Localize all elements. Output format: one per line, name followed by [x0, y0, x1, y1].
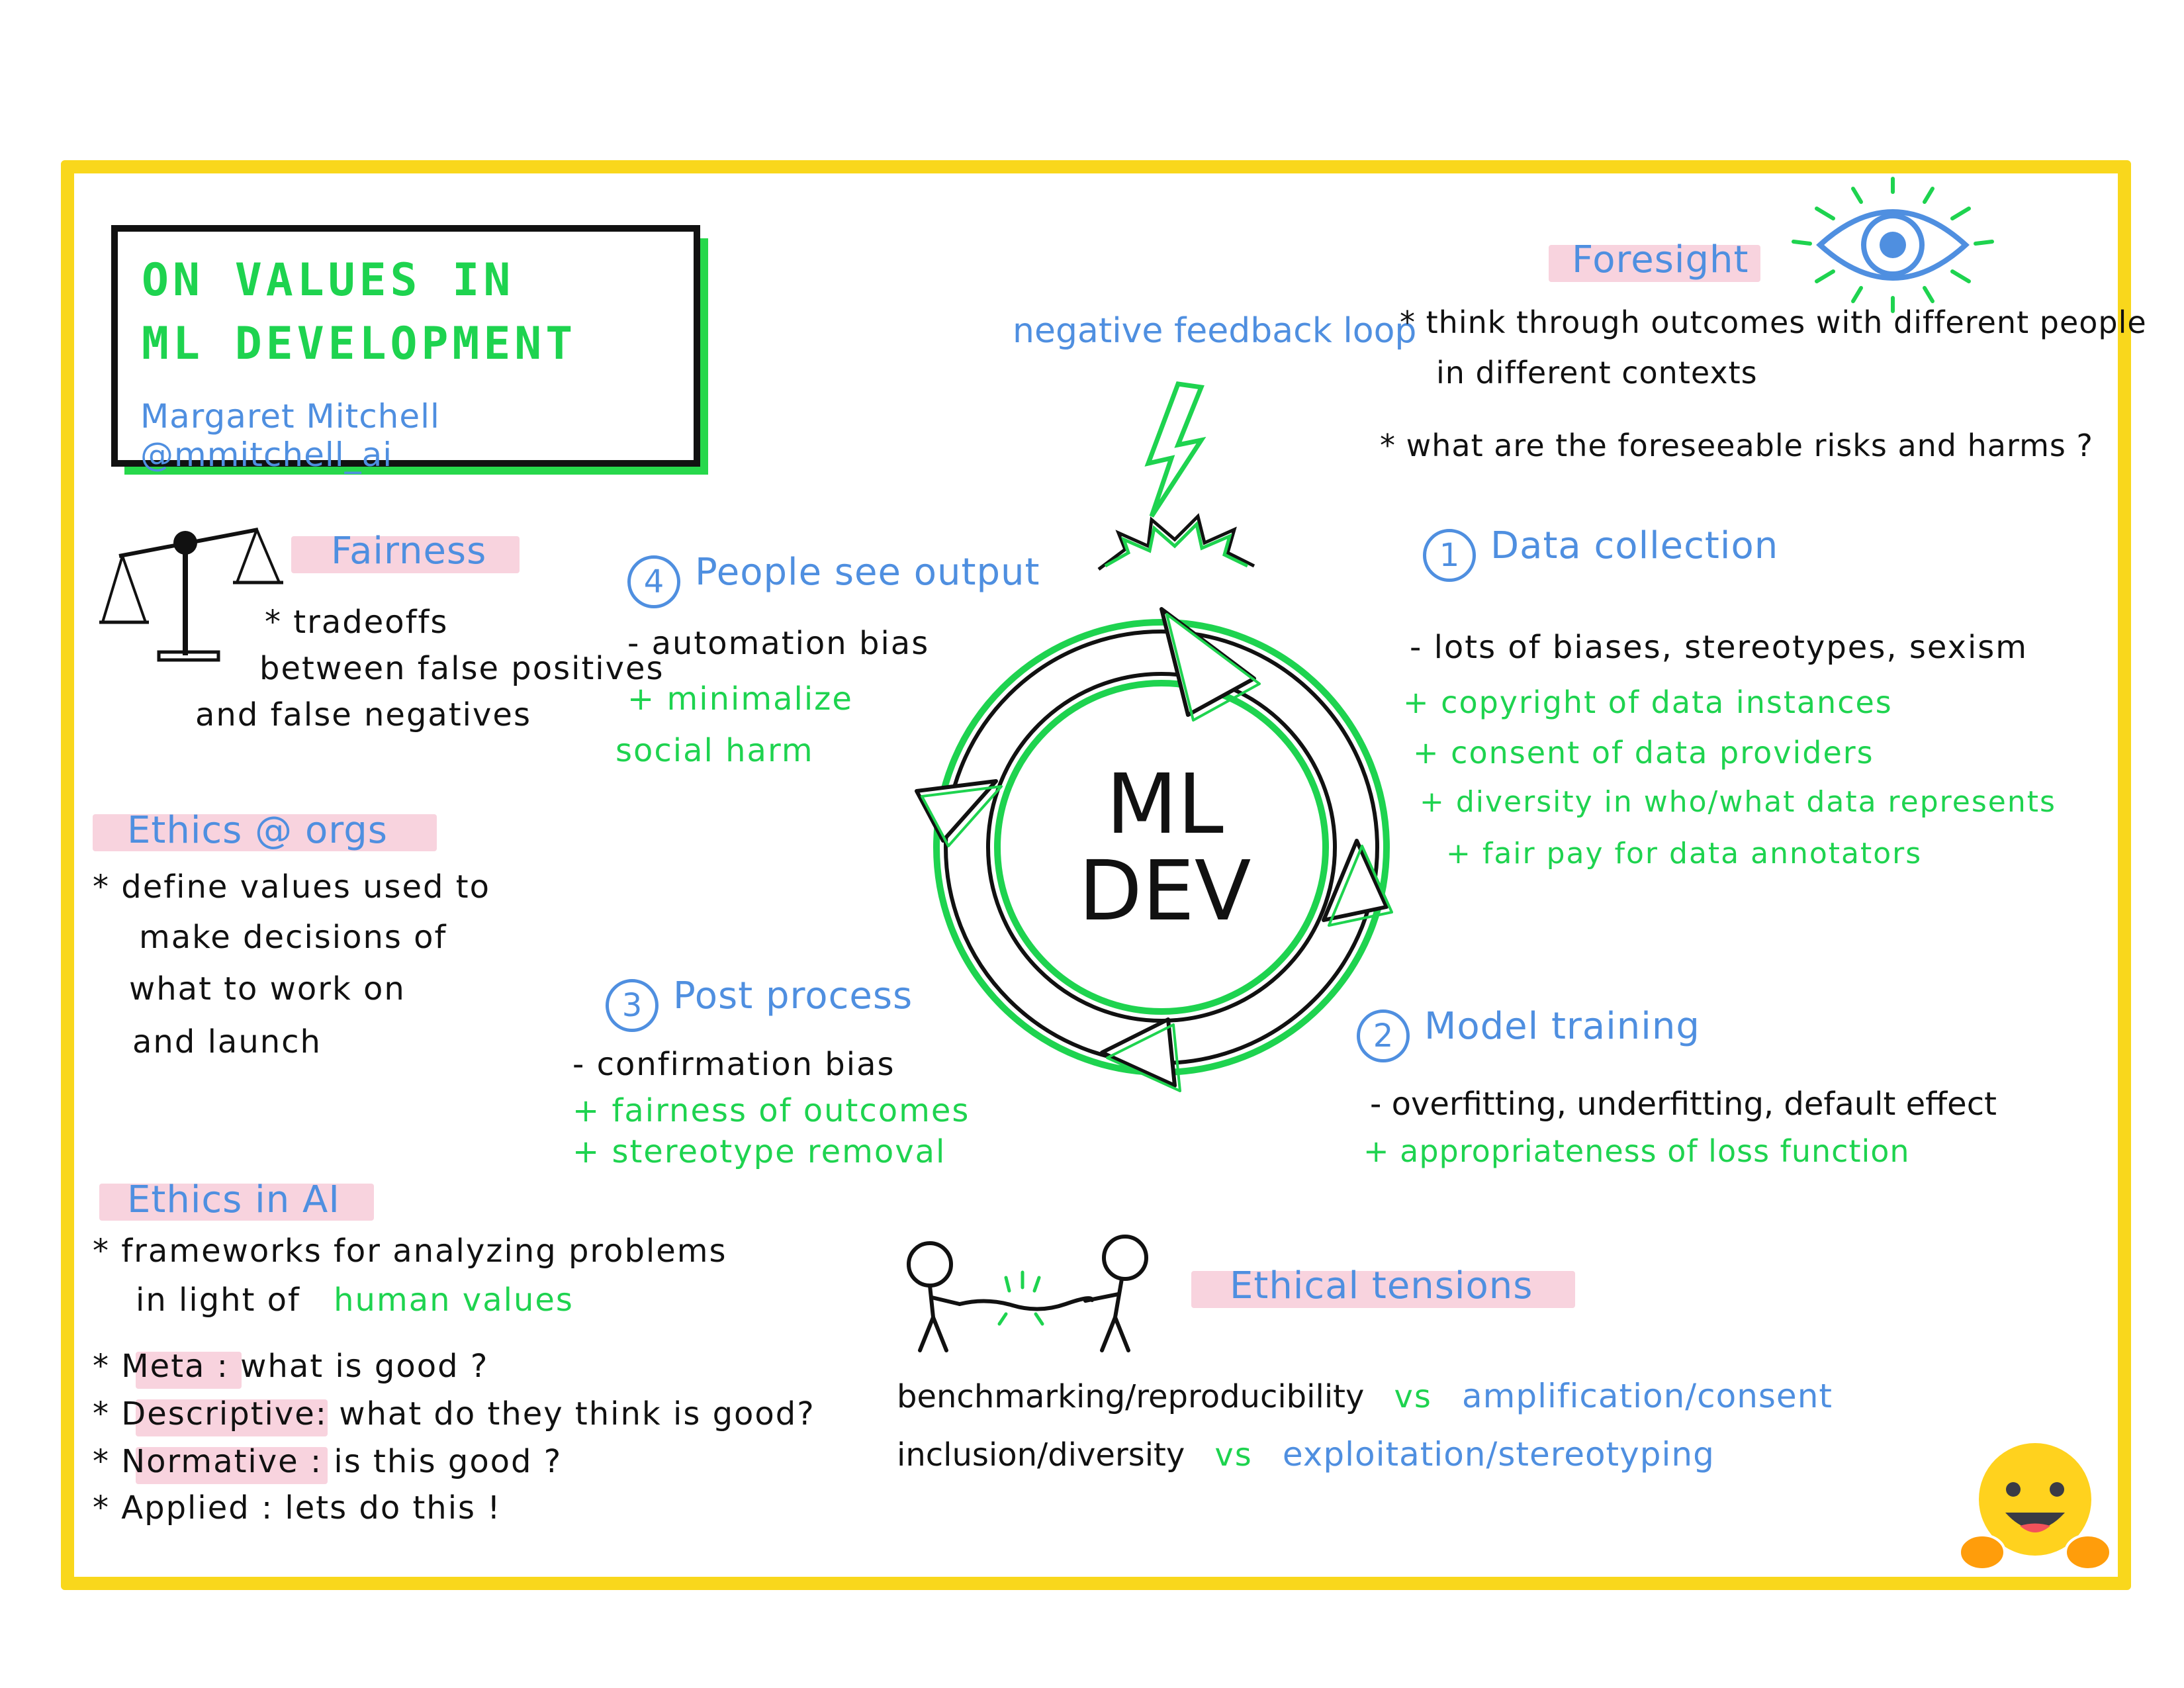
- step4-plus-2: social harm: [615, 732, 814, 769]
- tension-row-1-vs: vs: [1394, 1378, 1432, 1415]
- tension-row-2-left: inclusion/diversity: [897, 1436, 1185, 1474]
- step2-number: 2: [1357, 1009, 1410, 1062]
- ethical-tensions-heading: Ethical tensions: [1230, 1264, 1533, 1307]
- step4-number: 4: [627, 555, 680, 608]
- step1-plus-1: + copyright of data instances: [1403, 684, 1893, 720]
- tension-row-2-right: exploitation/stereotyping: [1282, 1435, 1715, 1474]
- ethics-orgs-heading: Ethics @ orgs: [127, 809, 388, 852]
- step3-number: 3: [606, 978, 659, 1032]
- ethics-ai-item-meta: * Meta : what is good ?: [93, 1348, 489, 1385]
- tug-of-war-icon: [907, 1235, 1148, 1352]
- ethics-ai-item-applied: * Applied : lets do this !: [93, 1489, 502, 1526]
- ethics-ai-item-normative: * Normative : is this good ?: [93, 1443, 563, 1480]
- foresight-highlight: [1549, 245, 1760, 282]
- author-handle: @mmitchell_ai: [140, 436, 393, 474]
- step4-plus-1: + minimalize: [627, 680, 853, 718]
- tension-row-1: benchmarking/reproducibility vs amplific…: [897, 1377, 1833, 1415]
- foresight-line-1: * think through outcomes with different …: [1400, 305, 2147, 340]
- ethics-orgs-line-3: what to work on: [129, 970, 406, 1008]
- meta-highlight: [136, 1352, 242, 1389]
- ml-dev-line-2: DEV: [1078, 843, 1251, 940]
- step4-heading-row: 4 People see output: [627, 551, 1040, 608]
- foresight-line-3: * what are the foreseeable risks and har…: [1380, 428, 2093, 463]
- ethics-ai-line-2: in light of human values: [136, 1282, 574, 1319]
- title-line-2: ML DEVELOPMENT: [142, 318, 577, 370]
- fairness-line-1: * tradeoffs: [265, 604, 449, 641]
- ethics-orgs-highlight: [93, 814, 437, 851]
- step3-plus-1: + fairness of outcomes: [572, 1092, 970, 1129]
- author-name: Margaret Mitchell@mmitchell_ai: [140, 397, 440, 474]
- ethics-orgs-line-4: and launch: [132, 1023, 322, 1060]
- step3-minus: - confirmation bias: [572, 1046, 895, 1083]
- step3-heading-row: 3 Post process: [606, 974, 913, 1032]
- negative-feedback-loop-label: negative feedback loop: [1013, 311, 1417, 351]
- step1-number: 1: [1423, 528, 1476, 582]
- cycle-arrows: [915, 607, 1393, 1092]
- eye-icon: [1792, 177, 1994, 313]
- step3-plus-2: + stereotype removal: [572, 1133, 946, 1170]
- tension-row-2: inclusion/diversity vs exploitation/ster…: [897, 1435, 1715, 1474]
- yellow-frame: [61, 160, 2131, 1590]
- ml-dev-center: ML DEV: [1032, 761, 1297, 935]
- scales-icon: [99, 528, 283, 662]
- fairness-line-3: and false negatives: [195, 696, 531, 733]
- step1-plus-4: + fair pay for data annotators: [1446, 837, 1923, 870]
- ethics-ai-heading: Ethics in AI: [127, 1178, 340, 1221]
- tension-row-2-vs: vs: [1214, 1436, 1253, 1474]
- title-box: ON VALUES IN ML DEVELOPMENT Margaret Mit…: [111, 225, 700, 474]
- human-values-text: human values: [334, 1282, 574, 1319]
- step1-plus-3: + diversity in who/what data represents: [1420, 785, 2056, 819]
- ml-dev-line-1: ML: [1106, 757, 1224, 853]
- step1-minus: - lots of biases, stereotypes, sexism: [1410, 629, 2028, 666]
- step4-minus: - automation bias: [627, 625, 930, 662]
- step4-heading: People see output: [695, 551, 1040, 594]
- ethics-orgs-line-2: make decisions of: [139, 919, 447, 956]
- hugging-face-icon: [1959, 1443, 2111, 1571]
- ethical-tensions-highlight: [1191, 1271, 1575, 1308]
- step1-plus-2: + consent of data providers: [1413, 735, 1874, 771]
- step1-heading-row: 1 Data collection: [1423, 524, 1778, 582]
- step2-plus: + appropriateness of loss function: [1363, 1133, 1910, 1169]
- step3-heading: Post process: [673, 974, 913, 1017]
- descriptive-highlight: [136, 1399, 328, 1436]
- fairness-highlight: [291, 536, 520, 573]
- title-line-1: ON VALUES IN: [142, 254, 515, 306]
- ethics-ai-highlight: [99, 1184, 374, 1221]
- step2-heading-row: 2 Model training: [1357, 1005, 1700, 1062]
- normative-highlight: [136, 1447, 328, 1484]
- tension-row-1-left: benchmarking/reproducibility: [897, 1378, 1365, 1415]
- step2-minus: - overfitting, underfitting, default eff…: [1370, 1086, 1997, 1123]
- step1-heading: Data collection: [1490, 524, 1779, 567]
- ethics-ai-line-2-text: in light of: [136, 1282, 300, 1319]
- foresight-line-2: in different contexts: [1436, 355, 1758, 391]
- foresight-heading: Foresight: [1572, 238, 1749, 281]
- fairness-line-2: between false positives: [259, 650, 664, 687]
- lightning-icon: [1097, 381, 1255, 571]
- ethics-ai-item-descriptive: * Descriptive: what do they think is goo…: [93, 1395, 815, 1432]
- tension-row-1-right: amplification/consent: [1462, 1377, 1833, 1415]
- fairness-heading: Fairness: [331, 530, 487, 573]
- step2-heading: Model training: [1424, 1005, 1700, 1048]
- ethics-orgs-line-1: * define values used to: [93, 868, 490, 906]
- ethics-ai-line-1: * frameworks for analyzing problems: [93, 1233, 727, 1270]
